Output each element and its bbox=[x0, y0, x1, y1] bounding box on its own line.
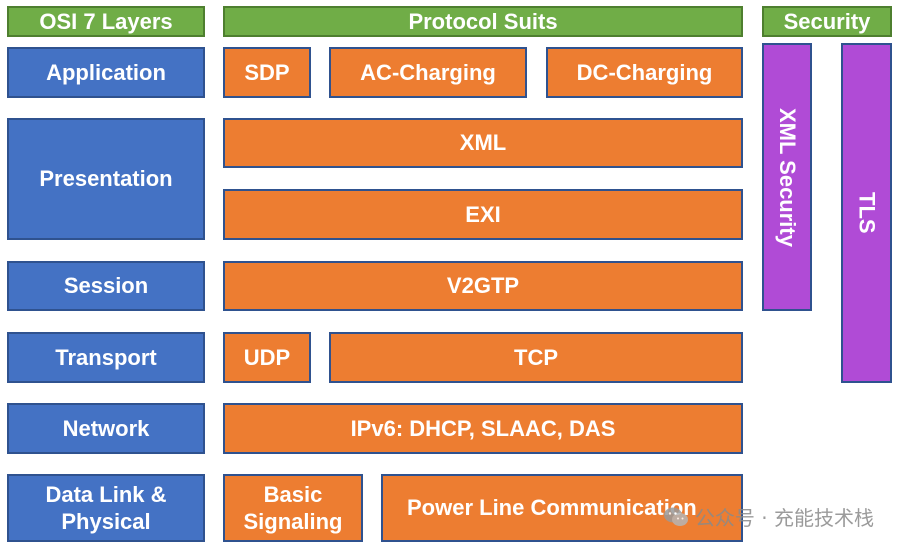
layer-network-label: Network bbox=[62, 415, 150, 441]
layer-physical-label: Physical bbox=[61, 509, 151, 534]
protocol-v2gtp-label: V2GTP bbox=[446, 273, 520, 299]
layer-datalink-label: Data Link & bbox=[45, 481, 167, 507]
protocol-tcp-label: TCP bbox=[514, 344, 558, 370]
layer-session: Session bbox=[7, 261, 205, 311]
protocol-suits-header: Protocol Suits bbox=[223, 6, 743, 37]
protocol-signaling-label: Signaling bbox=[243, 509, 343, 534]
security-tls-label: TLS bbox=[854, 192, 880, 234]
security-header: Security bbox=[762, 6, 892, 37]
protocol-udp: UDP bbox=[223, 332, 311, 383]
protocol-exi: EXI bbox=[223, 189, 743, 240]
osi-layers-header-label: OSI 7 Layers bbox=[39, 8, 173, 34]
protocol-xml: XML bbox=[223, 118, 743, 168]
security-tls: TLS bbox=[841, 43, 892, 383]
layer-session-label: Session bbox=[63, 273, 149, 299]
protocol-dc-charging-label: DC-Charging bbox=[576, 59, 713, 85]
osi-layers-header: OSI 7 Layers bbox=[7, 6, 205, 37]
layer-transport: Transport bbox=[7, 332, 205, 383]
wechat-icon bbox=[663, 506, 689, 528]
protocol-basic-label: Basic bbox=[263, 481, 323, 507]
layer-presentation: Presentation bbox=[7, 118, 205, 240]
layer-application: Application bbox=[7, 47, 205, 98]
protocol-v2gtp: V2GTP bbox=[223, 261, 743, 311]
protocol-tcp: TCP bbox=[329, 332, 743, 383]
watermark: 公众号 · 充能技术栈 bbox=[663, 502, 874, 531]
watermark-text: 公众号 · 充能技术栈 bbox=[694, 506, 874, 530]
layer-application-label: Application bbox=[46, 59, 166, 85]
layer-transport-label: Transport bbox=[55, 344, 157, 370]
protocol-dc-charging: DC-Charging bbox=[546, 47, 743, 98]
protocol-suits-header-label: Protocol Suits bbox=[408, 8, 558, 34]
protocol-ipv6-label: IPv6: DHCP, SLAAC, DAS bbox=[350, 415, 616, 441]
protocol-exi-label: EXI bbox=[465, 201, 501, 227]
protocol-power-line-communication: Power Line Communication bbox=[381, 474, 743, 542]
protocol-udp-label: UDP bbox=[243, 344, 291, 370]
layer-datalink-physical: Data Link & Physical bbox=[7, 474, 205, 542]
security-xml-security: XML Security bbox=[762, 43, 812, 311]
protocol-ac-charging-label: AC-Charging bbox=[360, 59, 496, 85]
security-header-label: Security bbox=[783, 8, 871, 34]
layer-network: Network bbox=[7, 403, 205, 454]
protocol-sdp: SDP bbox=[223, 47, 311, 98]
layer-presentation-label: Presentation bbox=[39, 166, 173, 192]
protocol-xml-label: XML bbox=[459, 130, 507, 156]
protocol-sdp-label: SDP bbox=[244, 59, 290, 85]
protocol-ac-charging: AC-Charging bbox=[329, 47, 527, 98]
security-xml-security-label: XML Security bbox=[774, 107, 800, 247]
protocol-ipv6: IPv6: DHCP, SLAAC, DAS bbox=[223, 403, 743, 454]
protocol-plc-label: Power Line Communication bbox=[407, 495, 697, 521]
protocol-basic-signaling: Basic Signaling bbox=[223, 474, 363, 542]
